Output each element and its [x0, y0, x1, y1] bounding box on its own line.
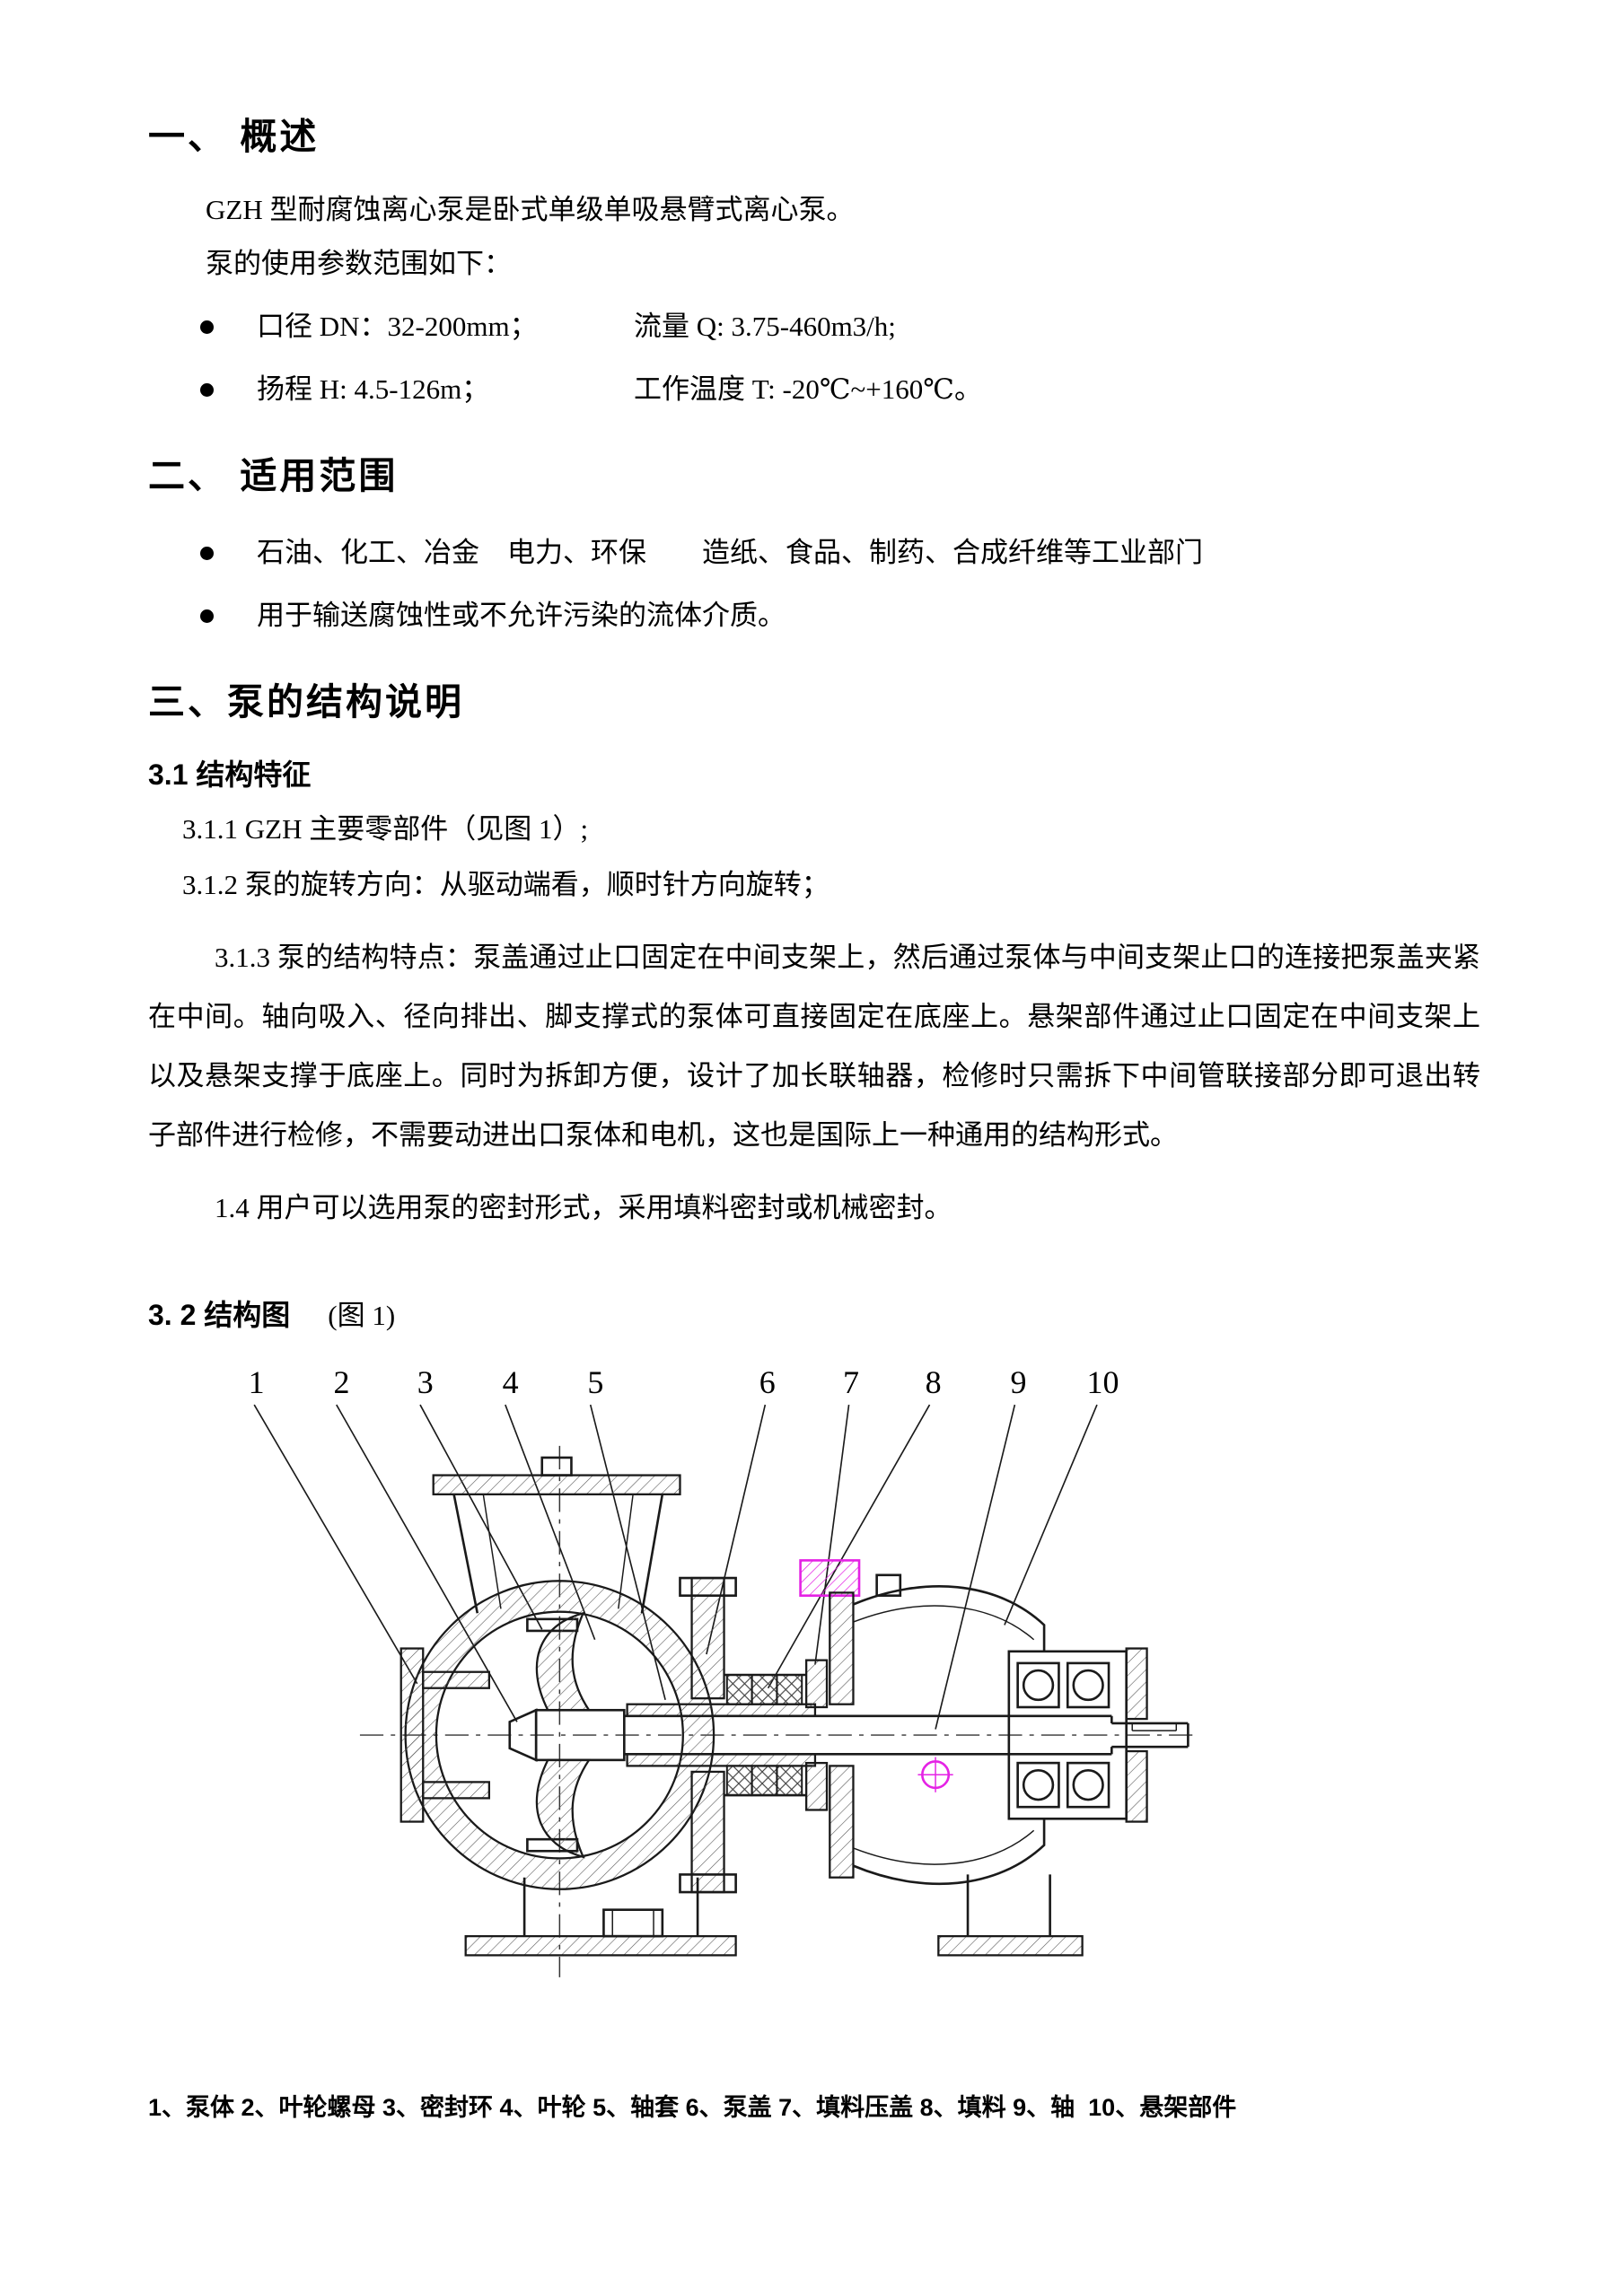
item-312: 3.1.2 泵的旋转方向：从驱动端看，顺时针方向旋转；	[182, 869, 830, 900]
part-label-2: 2	[333, 1364, 349, 1400]
bullet-icon	[200, 546, 214, 560]
bullet-icon	[200, 609, 214, 623]
scope-industries: 石油、化工、冶金 电力、环保 造纸、食品、制药、合成纤维等工业部门	[257, 537, 1203, 568]
param-row-2: 扬程 H: 4.5-126m； 工作温度 T: -20℃~+160℃。	[148, 370, 1480, 409]
bullet-icon	[200, 320, 214, 334]
oil-indicator	[917, 1757, 953, 1792]
figure-container: 1 2 3 4 5 6 7 8 9 10	[233, 1361, 1480, 1994]
item-14: 1.4 用户可以选用泵的密封形式，采用填料密封或机械密封。	[215, 1192, 952, 1223]
impeller	[534, 1611, 626, 1859]
figure-caption: 1、泵体 2、叶轮螺母 3、密封环 4、叶轮 5、轴套 6、泵盖 7、填料压盖 …	[148, 2094, 1237, 2121]
param-diameter: 口径 DN：32-200mm；	[257, 311, 538, 342]
part-label-8: 8	[926, 1364, 942, 1400]
param-head: 扬程 H: 4.5-126m；	[257, 373, 490, 405]
bullet-icon	[200, 382, 214, 397]
highlighted-stud	[799, 1559, 861, 1597]
figure-number-note: (图 1)	[328, 1300, 396, 1331]
packing	[725, 1674, 803, 1797]
bearing-bracket	[829, 1573, 1148, 1886]
section-2-heading: 二、 适用范围	[148, 455, 399, 496]
scope-bullet-2: 用于输送腐蚀性或不允许污染的流体介质。	[148, 596, 1480, 635]
part-label-9: 9	[1010, 1364, 1026, 1400]
packing-gland	[804, 1659, 829, 1811]
leader-lines	[253, 1404, 1098, 1730]
param-temperature: 工作温度 T: -20℃~+160℃。	[634, 373, 982, 405]
part-label-10: 10	[1087, 1364, 1119, 1400]
part-label-5: 5	[587, 1364, 603, 1400]
part-label-4: 4	[503, 1364, 519, 1400]
overview-para-2: 泵的使用参数范围如下：	[206, 248, 512, 279]
part-label-3: 3	[417, 1364, 434, 1400]
item-311: 3.1.1 GZH 主要零部件（见图 1）;	[182, 813, 589, 845]
part-label-7: 7	[843, 1364, 859, 1400]
scope-bullet-1: 石油、化工、冶金 电力、环保 造纸、食品、制药、合成纤维等工业部门	[148, 533, 1480, 573]
scope-media: 用于输送腐蚀性或不允许污染的流体介质。	[257, 600, 786, 631]
overview-para-1: GZH 型耐腐蚀离心泵是卧式单级单吸悬臂式离心泵。	[206, 194, 855, 225]
part-label-1: 1	[249, 1364, 265, 1400]
param-flow: 流量 Q: 3.75-460m3/h;	[634, 311, 896, 342]
pump-casing	[399, 1456, 715, 1890]
part-number-labels: 1 2 3 4 5 6 7 8 9 10	[249, 1364, 1119, 1400]
shaft-sleeve	[626, 1703, 817, 1767]
section-3-heading: 三、泵的结构说明	[148, 681, 464, 723]
figure-heading: 3. 2 结构图	[148, 1299, 291, 1331]
pump-structure-figure: 1 2 3 4 5 6 7 8 9 10	[249, 1364, 1198, 1977]
subsection-31-heading: 3.1 结构特征	[148, 758, 312, 791]
item-313-paragraph: 3.1.3 泵的结构特点：泵盖通过止口固定在中间支架上，然后通过泵体与中间支架止…	[148, 942, 1480, 1151]
section-1-heading: 一、 概述	[148, 116, 320, 157]
part-label-6: 6	[759, 1364, 776, 1400]
param-row-1: 口径 DN：32-200mm； 流量 Q: 3.75-460m3/h;	[148, 307, 1480, 346]
figure-heading-row: 3. 2 结构图 (图 1)	[148, 1293, 1480, 1334]
support-feet	[464, 1874, 1084, 1957]
